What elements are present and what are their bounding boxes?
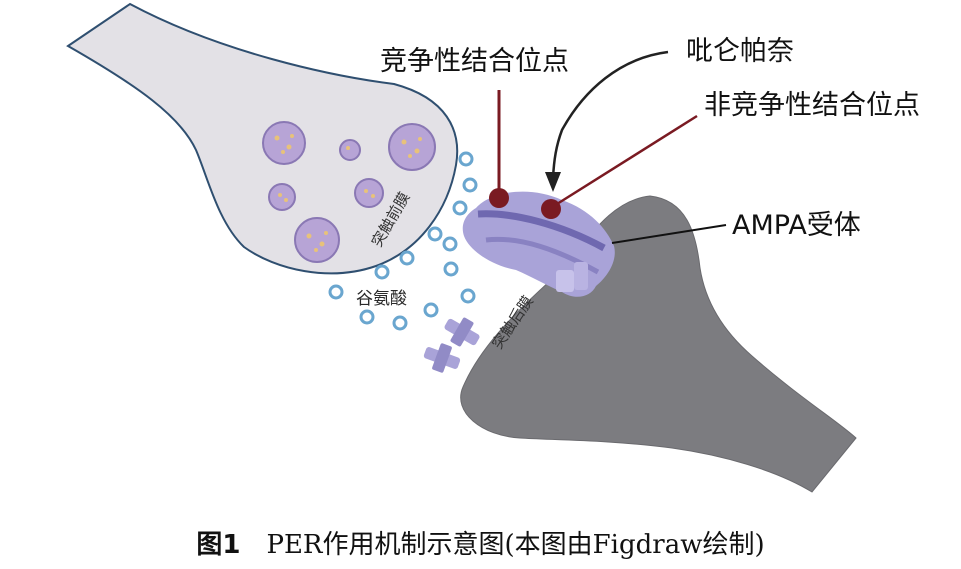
- small-receptor: [444, 317, 480, 347]
- synaptic-vesicles: [262, 121, 436, 263]
- ampa-receptor: [462, 191, 615, 297]
- glutamate-molecule: [423, 302, 439, 318]
- small-receptor: [423, 343, 461, 373]
- glutamate-molecule: [359, 309, 375, 325]
- competitive-binding-site: [489, 188, 509, 208]
- noncompetitive-site-label: 非竞争性结合位点: [704, 90, 920, 121]
- glutamate-molecule: [452, 200, 468, 216]
- noncompetitive-site-leader: [556, 114, 698, 206]
- ampa-receptor-leader: [611, 224, 727, 244]
- glutamate-label: 谷氨酸: [356, 289, 407, 309]
- ampa-receptor-label: AMPA受体: [732, 210, 861, 241]
- glutamate-molecule: [442, 236, 458, 252]
- glutamate-molecule: [392, 315, 408, 331]
- perampanel-label: 吡仑帕奈: [686, 36, 794, 67]
- vesicle: [388, 123, 436, 171]
- glutamate-molecule: [443, 261, 459, 277]
- vesicle: [354, 178, 384, 208]
- glutamate-molecule: [458, 151, 474, 167]
- vesicle: [268, 183, 296, 211]
- figure-number: 图1: [196, 530, 241, 560]
- competitive-site-label: 竞争性结合位点: [380, 46, 569, 77]
- vesicle: [262, 121, 306, 165]
- glutamate-molecules: [328, 151, 478, 331]
- caption-text: PER作用机制示意图(本图由Figdraw绘制): [266, 530, 765, 560]
- glutamate-molecule: [374, 264, 390, 280]
- noncompetitive-binding-site: [541, 199, 561, 219]
- figure-caption: 图1 PER作用机制示意图(本图由Figdraw绘制): [0, 524, 961, 561]
- vesicle: [339, 139, 361, 161]
- glutamate-molecule: [427, 226, 443, 242]
- glutamate-molecule: [460, 288, 476, 304]
- perampanel-arrow: [551, 50, 669, 179]
- glutamate-molecule: [399, 250, 415, 266]
- glutamate-molecule: [328, 284, 344, 300]
- perampanel-arrowhead: [545, 172, 561, 192]
- glutamate-molecule: [462, 177, 478, 193]
- vesicle: [294, 217, 340, 263]
